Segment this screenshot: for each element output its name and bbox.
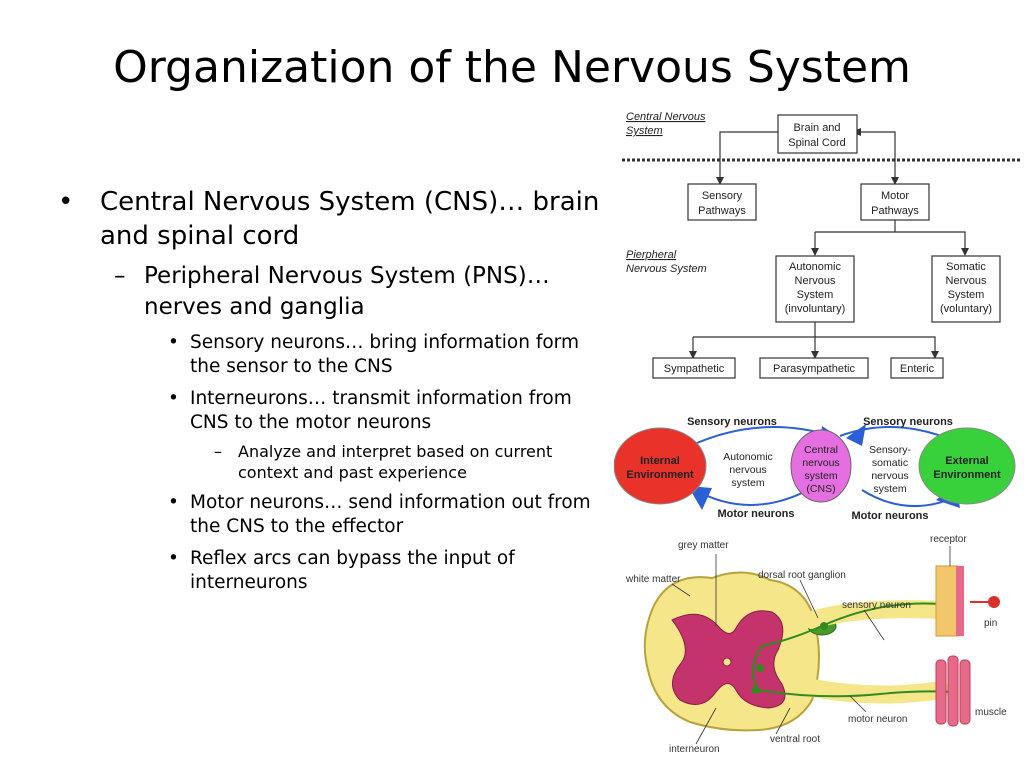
bullet-marker: • xyxy=(168,492,179,513)
parasympathetic-box xyxy=(759,357,869,379)
interneuron-body xyxy=(756,664,764,672)
sympathetic-label: Sympathetic xyxy=(664,363,725,375)
bullet-pns: – Peripheral Nervous System (PNS)… nerve… xyxy=(108,261,603,323)
loop-somatic-1: Sensory- xyxy=(869,444,912,456)
internal-label-2: Environment xyxy=(626,469,694,481)
interneuron-label: interneuron xyxy=(669,744,720,755)
org-chart-diagram: Central Nervous System Pierpheral Nervou… xyxy=(622,111,1022,379)
brain-label-1: Brain and xyxy=(793,122,840,134)
cns-region-label-2: System xyxy=(626,125,663,137)
loop-somatic-3: nervous xyxy=(871,470,908,482)
cns-node xyxy=(790,429,852,503)
dorsal-root-ganglion-label: dorsal root ganglion xyxy=(758,570,846,581)
loop-cns-1: Central xyxy=(804,444,838,456)
bullet-marker: • xyxy=(168,332,179,353)
slide-title: Organization of the Nervous System xyxy=(113,42,911,93)
bullet-motor: • Motor neurons… send information out fr… xyxy=(164,491,603,539)
white-matter-label: white matter xyxy=(625,574,681,585)
bullet-text-reflex: Reflex arcs can bypass the input of inte… xyxy=(190,548,515,593)
loop-motor-right-label: Motor neurons xyxy=(852,510,929,522)
autonomic-label-4: (involuntary) xyxy=(785,303,846,315)
autonomic-label-2: Nervous xyxy=(795,275,836,287)
internal-environment-node xyxy=(614,427,707,505)
somatic-label-2: Nervous xyxy=(946,275,987,287)
bullet-marker: • xyxy=(58,187,74,217)
pns-region-label: Pierpheral xyxy=(626,249,677,261)
dash-marker: – xyxy=(114,263,126,289)
sensory-neuron-label: sensory neuron xyxy=(842,600,911,611)
pin-label: pin xyxy=(984,618,997,629)
sensory-neuron-path xyxy=(761,602,941,647)
loop-autonomic-3: system xyxy=(731,477,765,489)
loop-autonomic-2: nervous xyxy=(729,464,766,476)
loop-motor-left-label: Motor neurons xyxy=(718,508,795,520)
bullet-text-cns: Central Nervous System (CNS)… brain and … xyxy=(100,187,600,251)
arrow-sensory-right xyxy=(846,424,866,446)
sensory-neuron-body xyxy=(820,622,828,630)
motor-neuron-path xyxy=(757,689,953,698)
external-label-2: Environment xyxy=(933,469,1001,481)
loop-cns-2: nervous xyxy=(802,457,839,469)
autonomic-label-3: System xyxy=(797,289,834,301)
motor-pathways-box xyxy=(860,183,930,221)
bullet-text-interneurons: Interneurons… transmit information from … xyxy=(190,388,572,433)
bullet-text-motor: Motor neurons… send information out from… xyxy=(190,492,591,537)
external-environment-node xyxy=(918,427,1016,505)
somatic-box xyxy=(931,255,1001,323)
muscle-fibers xyxy=(935,655,971,727)
neuron-loop-diagram: Sensory neurons Sensory neurons Motor ne… xyxy=(614,416,1016,522)
loop-somatic-4: system xyxy=(873,483,907,495)
central-canal xyxy=(722,657,732,667)
reflex-arc-diagram: grey matter white matter dorsal root gan… xyxy=(625,534,1007,755)
bullet-text-sensory: Sensory neurons… bring information form … xyxy=(190,332,579,377)
motor-neuron-label: motor neuron xyxy=(848,714,907,725)
bullet-sensory: • Sensory neurons… bring information for… xyxy=(164,331,603,379)
bullet-text-pns: Peripheral Nervous System (PNS)… nerves … xyxy=(144,263,550,320)
parasympathetic-label: Parasympathetic xyxy=(773,363,855,375)
ventral-root-label: ventral root xyxy=(770,734,820,745)
receptor-label: receptor xyxy=(930,534,967,545)
muscle-label: muscle xyxy=(975,707,1007,718)
pin-head xyxy=(988,596,1000,608)
cns-region-label: Central Nervous xyxy=(626,111,706,123)
grey-matter-label: grey matter xyxy=(678,540,729,551)
autonomic-label-1: Autonomic xyxy=(789,261,841,273)
sympathetic-box xyxy=(652,357,736,379)
sensory-label-1: Sensory xyxy=(702,190,743,202)
bullet-text-analyze: Analyze and interpret based on current c… xyxy=(238,442,553,482)
loop-somatic-2: somatic xyxy=(872,457,908,469)
loop-sensory-right-label: Sensory neurons xyxy=(863,416,953,428)
internal-label-1: Internal xyxy=(640,455,680,467)
motor-label-1: Motor xyxy=(881,190,909,202)
brain-spinal-cord-box xyxy=(777,114,858,154)
brain-label-2: Spinal Cord xyxy=(788,137,845,149)
bullet-cns: • Central Nervous System (CNS)… brain an… xyxy=(58,185,603,253)
bullet-reflex: • Reflex arcs can bypass the input of in… xyxy=(164,547,603,595)
pns-region-label-2: Nervous System xyxy=(626,263,707,275)
receptor-skin xyxy=(935,565,959,637)
autonomic-box xyxy=(775,255,855,323)
somatic-label-4: (voluntary) xyxy=(940,303,992,315)
somatic-label-3: System xyxy=(948,289,985,301)
sensory-label-2: Pathways xyxy=(698,205,746,217)
receptor-skin-stripe xyxy=(956,566,964,636)
somatic-label-1: Somatic xyxy=(946,261,986,273)
bullet-list: • Central Nervous System (CNS)… brain an… xyxy=(58,185,603,595)
enteric-box xyxy=(890,357,944,379)
bullet-interneurons: • Interneurons… transmit information fro… xyxy=(164,387,603,435)
loop-cns-4: (CNS) xyxy=(806,483,835,495)
motor-neuron-body xyxy=(752,686,760,694)
bullet-marker: • xyxy=(168,388,179,409)
bullet-marker: • xyxy=(168,548,179,569)
loop-bottom-left xyxy=(694,489,809,506)
loop-sensory-left-label: Sensory neurons xyxy=(687,416,777,428)
bullet-analyze: – Analyze and interpret based on current… xyxy=(210,441,603,483)
loop-autonomic-1: Autonomic xyxy=(723,451,773,463)
loop-cns-3: system xyxy=(804,470,838,482)
enteric-label: Enteric xyxy=(900,363,935,375)
sensory-pathways-box xyxy=(687,183,757,221)
external-label-1: External xyxy=(945,455,988,467)
dash-marker: – xyxy=(214,442,222,461)
motor-label-2: Pathways xyxy=(871,205,919,217)
